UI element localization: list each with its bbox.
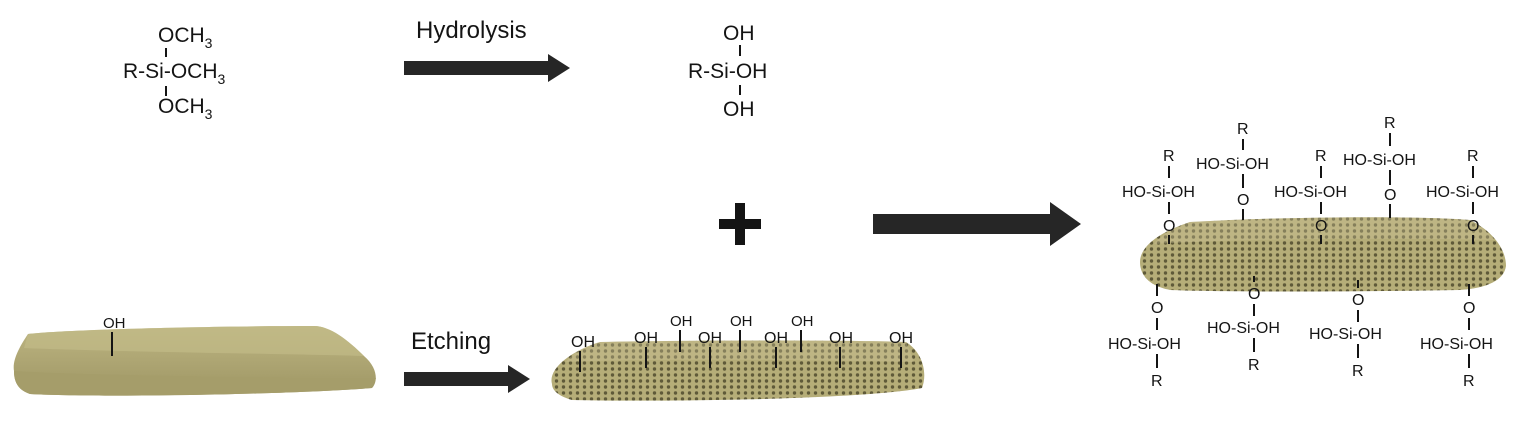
- r-label: R: [1151, 373, 1163, 390]
- oh-label: OH: [889, 330, 913, 347]
- silanol-unit-label: HO-Si-OH: [1274, 184, 1347, 201]
- silane-mid-group: R-Si-OCH3: [123, 60, 226, 87]
- silanol-top-group: OH: [723, 22, 755, 45]
- r-label: R: [1463, 373, 1475, 390]
- r-label: R: [1352, 363, 1364, 380]
- r-label: R: [1467, 148, 1479, 165]
- reaction-arrow: [873, 202, 1081, 246]
- oh-label: OH: [571, 334, 595, 351]
- r-label: R: [1163, 148, 1175, 165]
- bottom-silanol-groups: O HO-Si-OH R O HO-Si-OH R O HO-Si-OH R O…: [1108, 276, 1493, 390]
- oxygen-label: O: [1248, 286, 1260, 303]
- plate-oh-label: OH: [103, 315, 126, 332]
- silanol-bottom-group: OH: [723, 98, 755, 121]
- silanetriol: OH R-Si-OH OH: [688, 22, 767, 121]
- oh-label: OH: [730, 313, 753, 330]
- hydrolysis-label: Hydrolysis: [416, 17, 527, 44]
- oxygen-label: O: [1151, 300, 1163, 317]
- oxygen-label: O: [1384, 187, 1396, 204]
- silanol-unit-label: HO-Si-OH: [1420, 336, 1493, 353]
- plus-sign: [719, 203, 761, 245]
- silanol-mid-group: R-Si-OH: [688, 60, 767, 83]
- silanol-unit-label: HO-Si-OH: [1108, 336, 1181, 353]
- oh-label: OH: [764, 330, 788, 347]
- oh-label: OH: [634, 330, 658, 347]
- oh-label: OH: [670, 313, 693, 330]
- silanol-unit-label: HO-Si-OH: [1343, 152, 1416, 169]
- oxygen-label: O: [1467, 218, 1479, 235]
- oxygen-label: O: [1163, 218, 1175, 235]
- r-label: R: [1237, 121, 1249, 138]
- top-silanol-groups: R HO-Si-OH O R HO-Si-OH O R HO-Si-OH O R…: [1122, 115, 1499, 244]
- silanol-unit-label: HO-Si-OH: [1309, 326, 1382, 343]
- r-label: R: [1248, 357, 1260, 374]
- trimethoxysilane: OCH3 R-Si-OCH3 OCH3: [123, 24, 226, 122]
- oxygen-label: O: [1463, 300, 1475, 317]
- silanol-unit-label: HO-Si-OH: [1207, 320, 1280, 337]
- oxygen-label: O: [1315, 218, 1327, 235]
- r-label: R: [1315, 148, 1327, 165]
- silane-bottom-group: OCH3: [158, 95, 213, 122]
- oxygen-label: O: [1237, 192, 1249, 209]
- silanol-unit-label: HO-Si-OH: [1196, 156, 1269, 173]
- silane-top-group: OCH3: [158, 24, 213, 51]
- etching-label: Etching: [411, 328, 491, 355]
- silanol-unit-label: HO-Si-OH: [1426, 184, 1499, 201]
- oh-label: OH: [698, 330, 722, 347]
- etched-oh-groups: OH OH OH OH OH OH OH OH OH: [571, 313, 913, 372]
- r-label: R: [1384, 115, 1396, 132]
- etching-arrow: [404, 365, 530, 393]
- silanol-unit-label: HO-Si-OH: [1122, 184, 1195, 201]
- oxygen-label: O: [1352, 292, 1364, 309]
- etched-plate: [551, 340, 925, 401]
- oh-label: OH: [791, 313, 814, 330]
- original-plate: [13, 326, 376, 396]
- oh-label: OH: [829, 330, 853, 347]
- hydrolysis-arrow: [404, 54, 570, 82]
- functionalized-plate: [1140, 217, 1506, 292]
